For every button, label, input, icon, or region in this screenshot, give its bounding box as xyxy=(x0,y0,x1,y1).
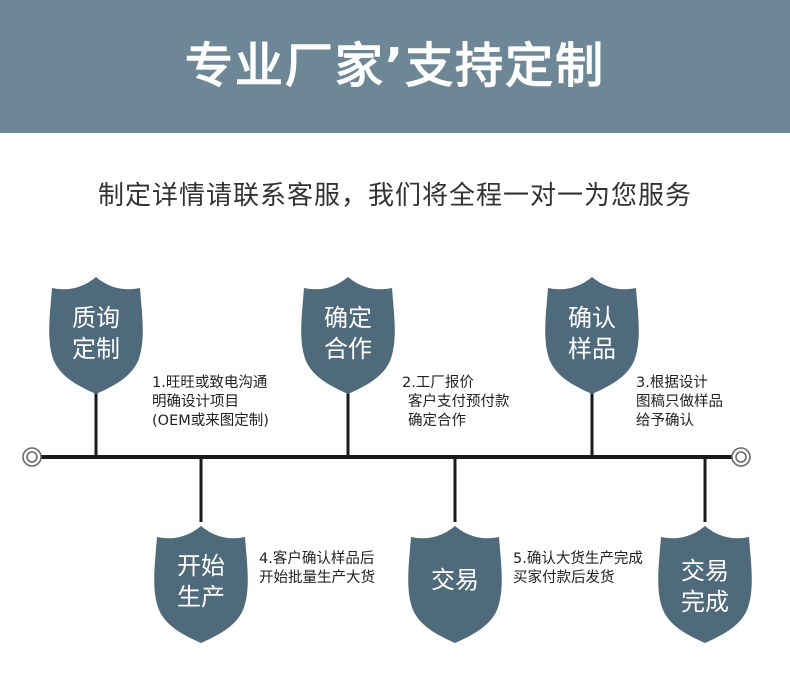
description-line: 买家付款后发货 xyxy=(513,570,615,586)
description-line: 图稿只做样品 xyxy=(636,394,723,410)
badge-line: 完成 xyxy=(681,588,729,616)
badge-line: 确定 xyxy=(324,304,372,332)
badge-line: 开始 xyxy=(177,552,225,580)
step-description-4: 4.客户确认样品后 开始批量生产大货 xyxy=(259,550,375,588)
description-line: 客户支付预付款 xyxy=(408,394,510,410)
description-line: 4.客户确认样品后 xyxy=(259,551,375,567)
badge-label-step-6: 交易 完成 xyxy=(665,556,745,618)
step-description-5: 5.确认大货生产完成 买家付款后发货 xyxy=(513,550,643,588)
badge-label-step-3: 确认 样品 xyxy=(552,303,632,365)
badge-line: 样品 xyxy=(568,335,616,363)
shield-badge-step-1 xyxy=(49,277,143,394)
page-subtitle: 制定详情请联系客服，我们将全程一对一为您服务 xyxy=(97,181,692,211)
page-title: 专业厂家’支持定制 xyxy=(184,38,606,94)
description-line: 5.确认大货生产完成 xyxy=(513,551,643,567)
timeline-end-cap xyxy=(731,447,751,467)
step-description-3: 3.根据设计 图稿只做样品 给予确认 xyxy=(636,374,723,431)
step-description-2: 2.工厂报价 客户支付预付款 确定合作 xyxy=(402,374,510,431)
shield-badge-step-6 xyxy=(658,526,752,643)
badge-line: 合作 xyxy=(324,335,372,363)
badge-label-step-4: 开始 生产 xyxy=(161,551,241,613)
header-banner: 专业厂家’支持定制 xyxy=(0,0,790,133)
shield-badge-step-3 xyxy=(545,277,639,394)
shield-badge-step-5 xyxy=(408,526,502,643)
description-line: 确定合作 xyxy=(408,413,466,429)
badge-line: 交易 xyxy=(431,566,479,594)
badge-label-step-5: 交易 xyxy=(415,565,495,596)
badge-line: 生产 xyxy=(177,583,225,611)
badge-line: 质询 xyxy=(72,304,120,332)
description-line: 给予确认 xyxy=(636,413,694,429)
shield-badge-step-4 xyxy=(154,526,248,643)
description-line: 明确设计项目 xyxy=(152,394,239,410)
timeline-start-cap xyxy=(22,447,42,467)
badge-line: 确认 xyxy=(568,304,616,332)
shield-badge-step-2 xyxy=(301,277,395,394)
description-line: (OEM或来图定制) xyxy=(152,413,269,429)
step-description-1: 1.旺旺或致电沟通 明确设计项目 (OEM或来图定制) xyxy=(152,374,269,431)
badge-line: 定制 xyxy=(72,335,120,363)
badge-line: 交易 xyxy=(681,557,729,585)
description-line: 2.工厂报价 xyxy=(402,375,474,391)
badge-label-step-2: 确定 合作 xyxy=(308,303,388,365)
description-line: 开始批量生产大货 xyxy=(259,570,375,586)
description-line: 1.旺旺或致电沟通 xyxy=(152,375,268,391)
badge-label-step-1: 质询 定制 xyxy=(56,303,136,365)
description-line: 3.根据设计 xyxy=(636,375,708,391)
